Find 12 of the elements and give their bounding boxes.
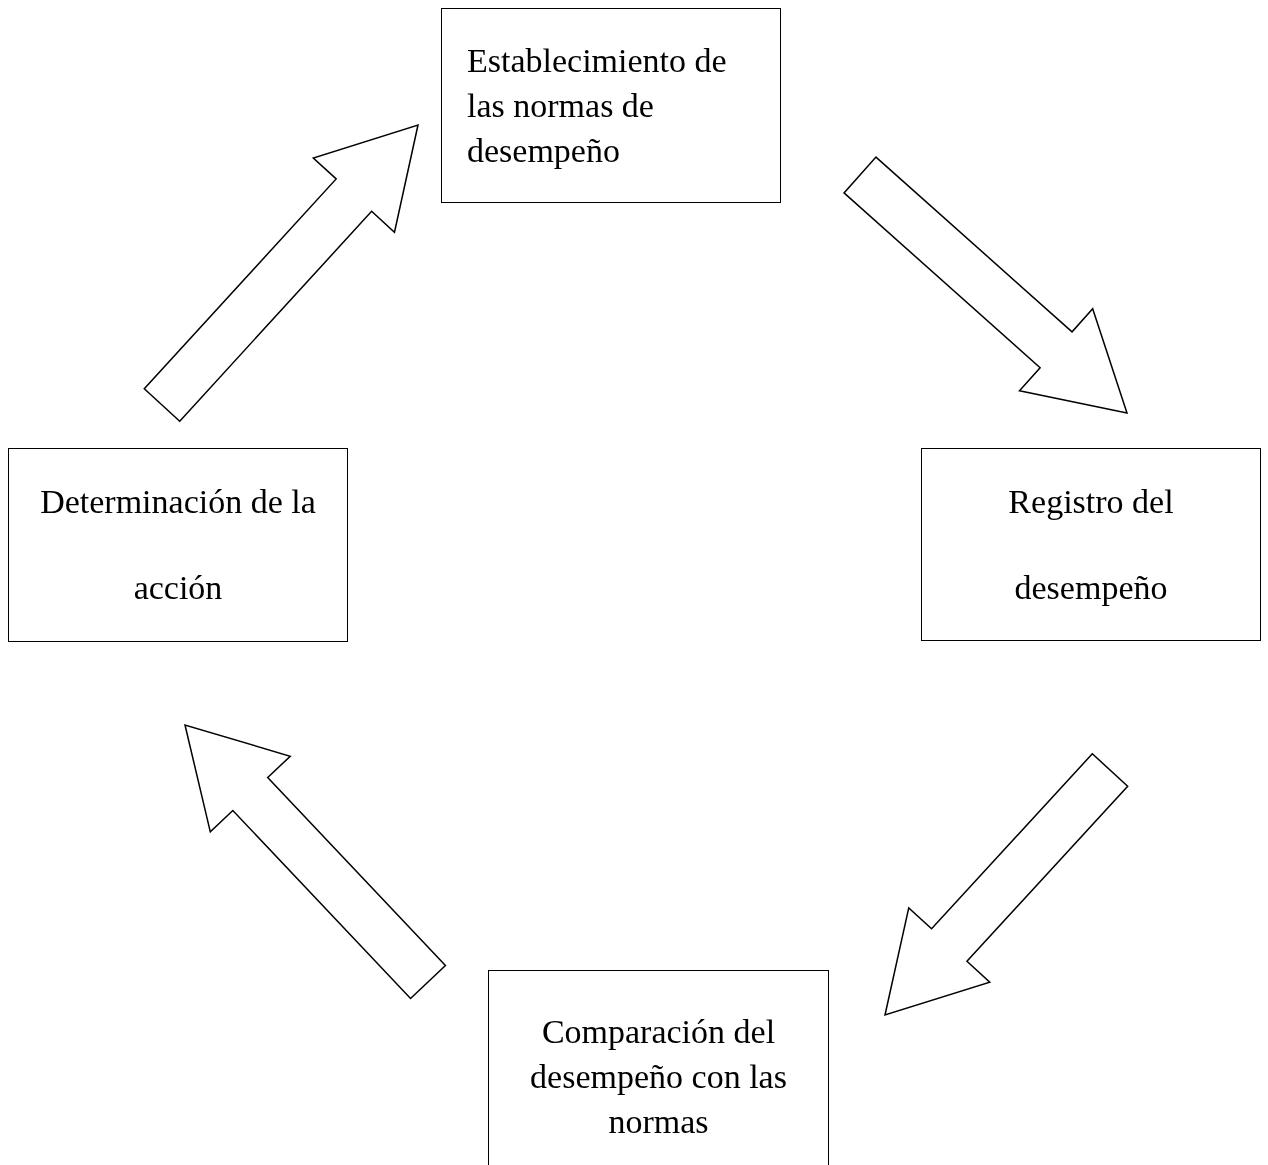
process-box — [441, 8, 781, 203]
box-label: Establecimiento de las normas de desempeño — [467, 41, 728, 171]
box-label: Determinación de la acción — [39, 482, 317, 608]
process-box — [921, 448, 1261, 641]
block-arrow — [143, 123, 419, 423]
process-box — [8, 448, 348, 642]
box-label: Comparación del desempeño con las normas — [529, 1012, 788, 1142]
box-label: Registro del desempeño — [1007, 481, 1175, 608]
block-arrow — [842, 156, 1129, 414]
block-arrow — [884, 752, 1129, 1017]
process-box — [488, 970, 829, 1165]
block-arrow — [183, 723, 447, 1000]
